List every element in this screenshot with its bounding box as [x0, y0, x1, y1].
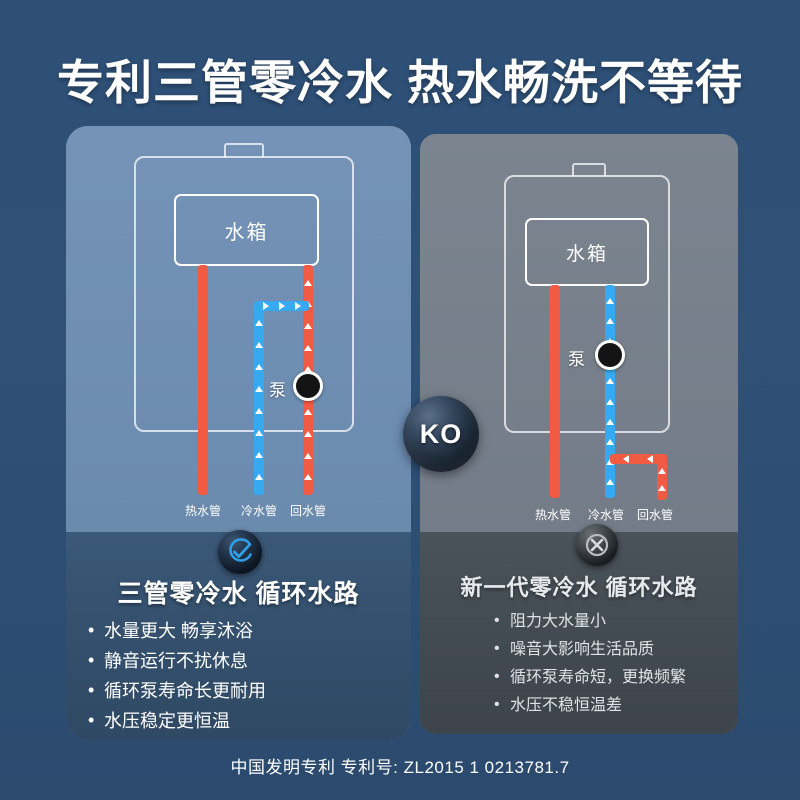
- left-heater-cap: [224, 143, 264, 157]
- left-pump-label: 泵: [269, 381, 286, 400]
- x-mark-glyph: [585, 533, 609, 557]
- left-heater-outline: [134, 156, 354, 432]
- left-water-tank: 水箱: [174, 194, 319, 266]
- right-cold-water-pipe: [605, 285, 615, 498]
- right-pipe-caption-cold: 冷水管: [587, 508, 624, 522]
- list-item: 循环泵寿命短，更换频繁: [494, 663, 686, 692]
- check-circle-icon: [218, 530, 262, 574]
- right-diagram-area: [420, 134, 738, 532]
- right-pipe-caption-hot: 热水管: [534, 508, 571, 522]
- left-pipe-caption-cold: 冷水管: [240, 504, 277, 518]
- right-water-tank: 水箱: [525, 218, 649, 286]
- list-item: 水量更大 畅享沐浴: [88, 615, 266, 646]
- check-mark-glyph: [229, 538, 252, 562]
- ko-badge: KO: [403, 396, 479, 472]
- left-pipe-caption-hot: 热水管: [184, 504, 221, 518]
- left-pipe-caption-return: 回水管: [289, 504, 326, 518]
- list-item: 循环泵寿命长更耐用: [88, 675, 266, 706]
- page-title: 专利三管零冷水 热水畅洗不等待: [56, 56, 744, 109]
- left-cold-water-pipe: [254, 301, 264, 495]
- right-tank-label: 水箱: [565, 243, 608, 265]
- left-benefit-list: 水量更大 畅享沐浴 静音运行不扰休息 循环泵寿命长更耐用 水压稳定更恒温: [88, 615, 266, 736]
- right-return-pipe-vertical: [657, 454, 667, 500]
- x-circle-icon: [576, 524, 618, 566]
- left-cold-pipe-elbow: [254, 301, 309, 311]
- right-heater-outline: [504, 175, 670, 433]
- left-hot-water-pipe: [198, 265, 208, 495]
- left-tank-label: 水箱: [224, 221, 269, 244]
- ko-badge-label: KO: [419, 418, 463, 449]
- right-pipe-caption-return: 回水管: [636, 508, 673, 522]
- right-hot-water-pipe: [550, 285, 560, 498]
- right-pump-indicator: [595, 340, 625, 370]
- right-pump-label: 泵: [568, 350, 585, 369]
- patent-footer: 中国发明专利 专利号: ZL2015 1 0213781.7: [230, 758, 570, 777]
- list-item: 阻力大水量小: [494, 607, 686, 636]
- list-item: 水压稳定更恒温: [88, 705, 266, 736]
- right-heater-cap: [572, 163, 606, 176]
- list-item: 水压不稳恒温差: [494, 691, 686, 720]
- list-item: 静音运行不扰休息: [88, 645, 266, 676]
- right-drawback-list: 阻力大水量小 噪音大影响生活品质 循环泵寿命短，更换频繁 水压不稳恒温差: [494, 607, 686, 720]
- right-return-pipe-horizontal: [610, 454, 667, 464]
- list-item: 噪音大影响生活品质: [494, 635, 686, 664]
- left-pump-indicator: [293, 371, 323, 401]
